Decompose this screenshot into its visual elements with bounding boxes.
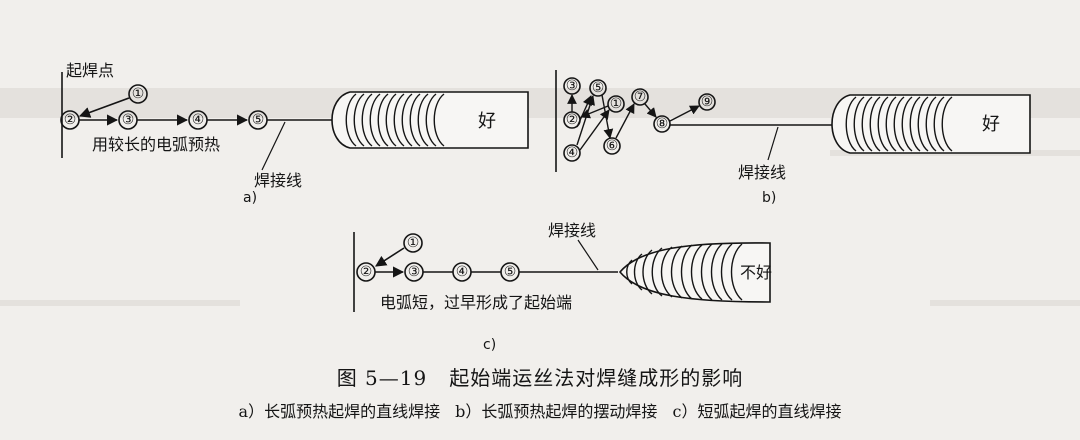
panel-b-point-1-label: ① — [610, 96, 623, 112]
panel-a-point-4-label: ④ — [192, 112, 205, 128]
panel-a-point-3-label: ③ — [122, 112, 135, 128]
panel-c-labels: ① ② ③ ④ ⑤ 焊接线 电弧短，过早形成了起始端 不好 c) — [360, 221, 772, 353]
figure-number: 图 5—19 — [336, 366, 428, 390]
panel-a — [60, 72, 529, 171]
panel-c-arrow-1-2 — [375, 247, 405, 267]
panel-c-point-1-label: ① — [407, 235, 420, 251]
panel-b-weaving-path — [567, 94, 700, 151]
panel-c-label: c) — [483, 337, 496, 353]
panel-c-point-2-label: ② — [360, 264, 373, 280]
panel-b-point-3 — [563, 77, 581, 95]
panel-b-point-2-label: ② — [566, 112, 579, 128]
panel-c — [353, 232, 771, 312]
panel-a-weld-line-leader — [261, 121, 286, 171]
panel-b-point-9-label: ⑨ — [701, 94, 714, 110]
panel-b — [555, 70, 1031, 172]
panel-b-point-5-label: ⑤ — [592, 80, 605, 96]
panel-a-line-label: 焊接线 — [254, 171, 302, 190]
panel-b-point-8-label: ⑧ — [656, 116, 669, 132]
panel-b-labels: ① ② ③ ④ ⑤ ⑥ ⑦ ⑧ ⑨ 焊接线 好 b) — [566, 78, 1000, 206]
panel-a-note: 用较长的电弧预热 — [92, 135, 220, 154]
panel-b-line-label: 焊接线 — [738, 163, 786, 182]
panel-b-weld-bead — [831, 94, 1031, 154]
panel-a-point-5-label: ⑤ — [252, 112, 265, 128]
panel-a-result: 好 — [478, 111, 496, 132]
panel-b-point-8 — [653, 115, 671, 133]
panel-b-point-7 — [631, 88, 649, 106]
panel-b-weld-line-leader — [767, 126, 779, 161]
panel-a-point-1 — [128, 84, 148, 104]
panel-b-bead-ripples — [845, 96, 953, 152]
panel-b-point-6-label: ⑥ — [606, 138, 619, 154]
panel-c-point-4-label: ④ — [456, 264, 469, 280]
panel-b-point-1 — [607, 95, 625, 113]
panel-a-start-label: 起焊点 — [66, 61, 114, 80]
panel-a-bead-ripples — [345, 93, 445, 147]
panel-b-point-4-label: ④ — [566, 145, 579, 161]
panel-b-point-9 — [698, 93, 716, 111]
panel-a-label: a) — [243, 190, 257, 206]
panel-c-bead-ripples — [626, 243, 743, 301]
panel-c-note: 电弧短，过早形成了起始端 — [380, 293, 572, 312]
panel-a-arrow-1-2 — [78, 97, 130, 118]
figure-caption: 图 5—19 起始端运丝法对焊缝成形的影响 — [0, 362, 1080, 391]
panel-b-result: 好 — [982, 114, 1000, 135]
panel-c-point-3-label: ③ — [408, 264, 421, 280]
panel-a-labels: ① ② ③ ④ ⑤ 起焊点 用较长的电弧预热 焊接线 好 a) — [64, 61, 496, 206]
panel-b-point-7-label: ⑦ — [634, 89, 647, 105]
panel-c-line-label: 焊接线 — [548, 221, 596, 240]
panel-a-point-2-label: ② — [64, 112, 77, 128]
panel-b-point-5 — [589, 79, 607, 97]
figure-title: 起始端运丝法对焊缝成形的影响 — [449, 366, 744, 390]
panel-c-point-5-label: ⑤ — [504, 264, 517, 280]
panel-a-weld-bead — [331, 91, 529, 149]
figure-subcaption: a）长弧预热起焊的直线焊接 b）长弧预热起焊的摆动焊接 c）短弧起焊的直线焊接 — [238, 402, 842, 421]
panel-c-weld-line-leader — [577, 239, 599, 271]
panel-b-point-4 — [563, 144, 581, 162]
panel-c-point-1 — [403, 233, 423, 253]
panel-b-label: b) — [762, 190, 776, 206]
panel-a-point-1-label: ① — [132, 86, 145, 102]
panel-b-point-3-label: ③ — [566, 78, 579, 94]
panel-c-result: 不好 — [740, 263, 772, 282]
